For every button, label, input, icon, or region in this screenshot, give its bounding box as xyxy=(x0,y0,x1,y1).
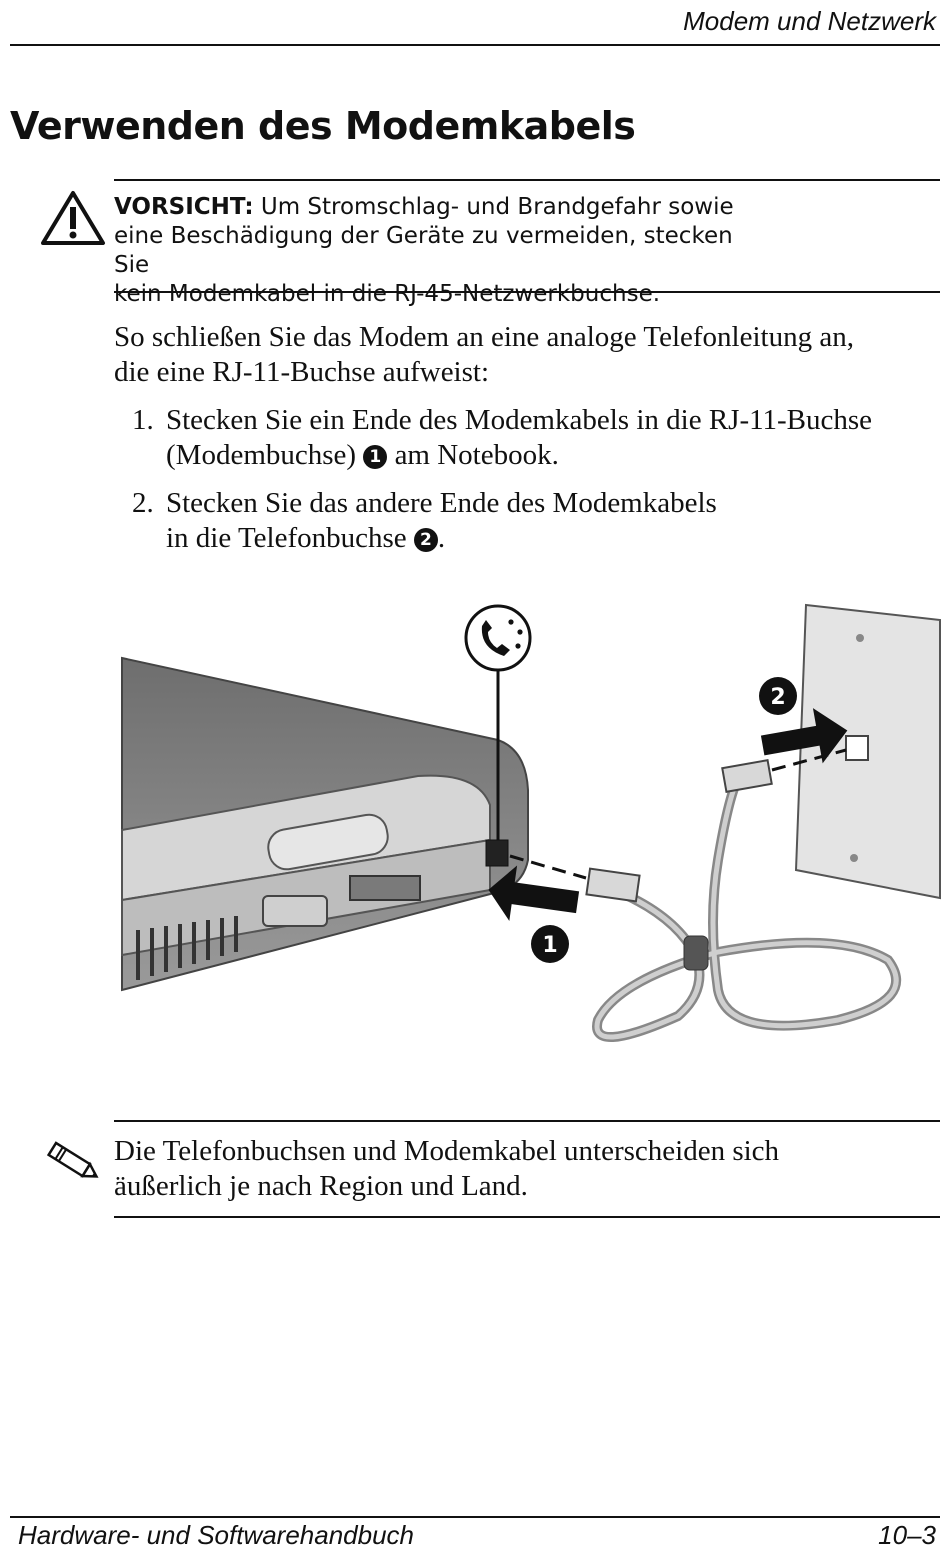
callout-1-icon xyxy=(531,925,569,963)
wall-jack-plate xyxy=(794,603,941,900)
callout-1-label: 1 xyxy=(542,933,557,958)
intro-paragraph: So schließen Sie das Modem an eine analo… xyxy=(114,321,854,388)
page-footer: Hardware- und Softwarehandbuch 10–3 xyxy=(10,1516,940,1564)
page-number: 10–3 xyxy=(878,1520,936,1550)
callout-2-icon: 2 xyxy=(413,528,438,552)
step-number: 1. xyxy=(132,404,154,436)
telephone-jack-symbol xyxy=(464,604,532,840)
callout-1-icon: 1 xyxy=(363,445,388,469)
step-text: Stecken Sie das andere Ende des Modemkab… xyxy=(166,487,717,554)
callout-2-label: 2 xyxy=(770,685,785,710)
modem-cable xyxy=(509,748,902,1043)
notebook-illustration xyxy=(121,656,529,992)
pencil-note-icon xyxy=(46,1141,99,1178)
page-header: Modem und Netzwerk xyxy=(10,0,940,46)
arrow-icon xyxy=(488,708,848,921)
note-box: Die Telefonbuchsen und Modemkabel unters… xyxy=(114,1120,940,1218)
footer-book-title: Hardware- und Softwarehandbuch xyxy=(18,1520,415,1550)
page-title: Verwenden des Modemkabels xyxy=(10,104,636,148)
note-text: Die Telefonbuchsen und Modemkabel unters… xyxy=(114,1135,780,1202)
step-number: 2. xyxy=(132,487,154,519)
header-section-title: Modem und Netzwerk xyxy=(683,6,936,36)
callout-2-icon xyxy=(759,677,797,715)
caution-box: VORSICHT: Um Stromschlag- und Brandgefah… xyxy=(114,179,940,307)
step-text: Stecken Sie ein Ende des Modemkabels in … xyxy=(166,404,873,471)
modem-connection-illustration: 1 2 xyxy=(121,603,941,1043)
caution-label: VORSICHT: xyxy=(114,194,254,220)
caution-text: VORSICHT: Um Stromschlag- und Brandgefah… xyxy=(114,194,734,307)
warning-triangle-icon xyxy=(41,191,105,245)
